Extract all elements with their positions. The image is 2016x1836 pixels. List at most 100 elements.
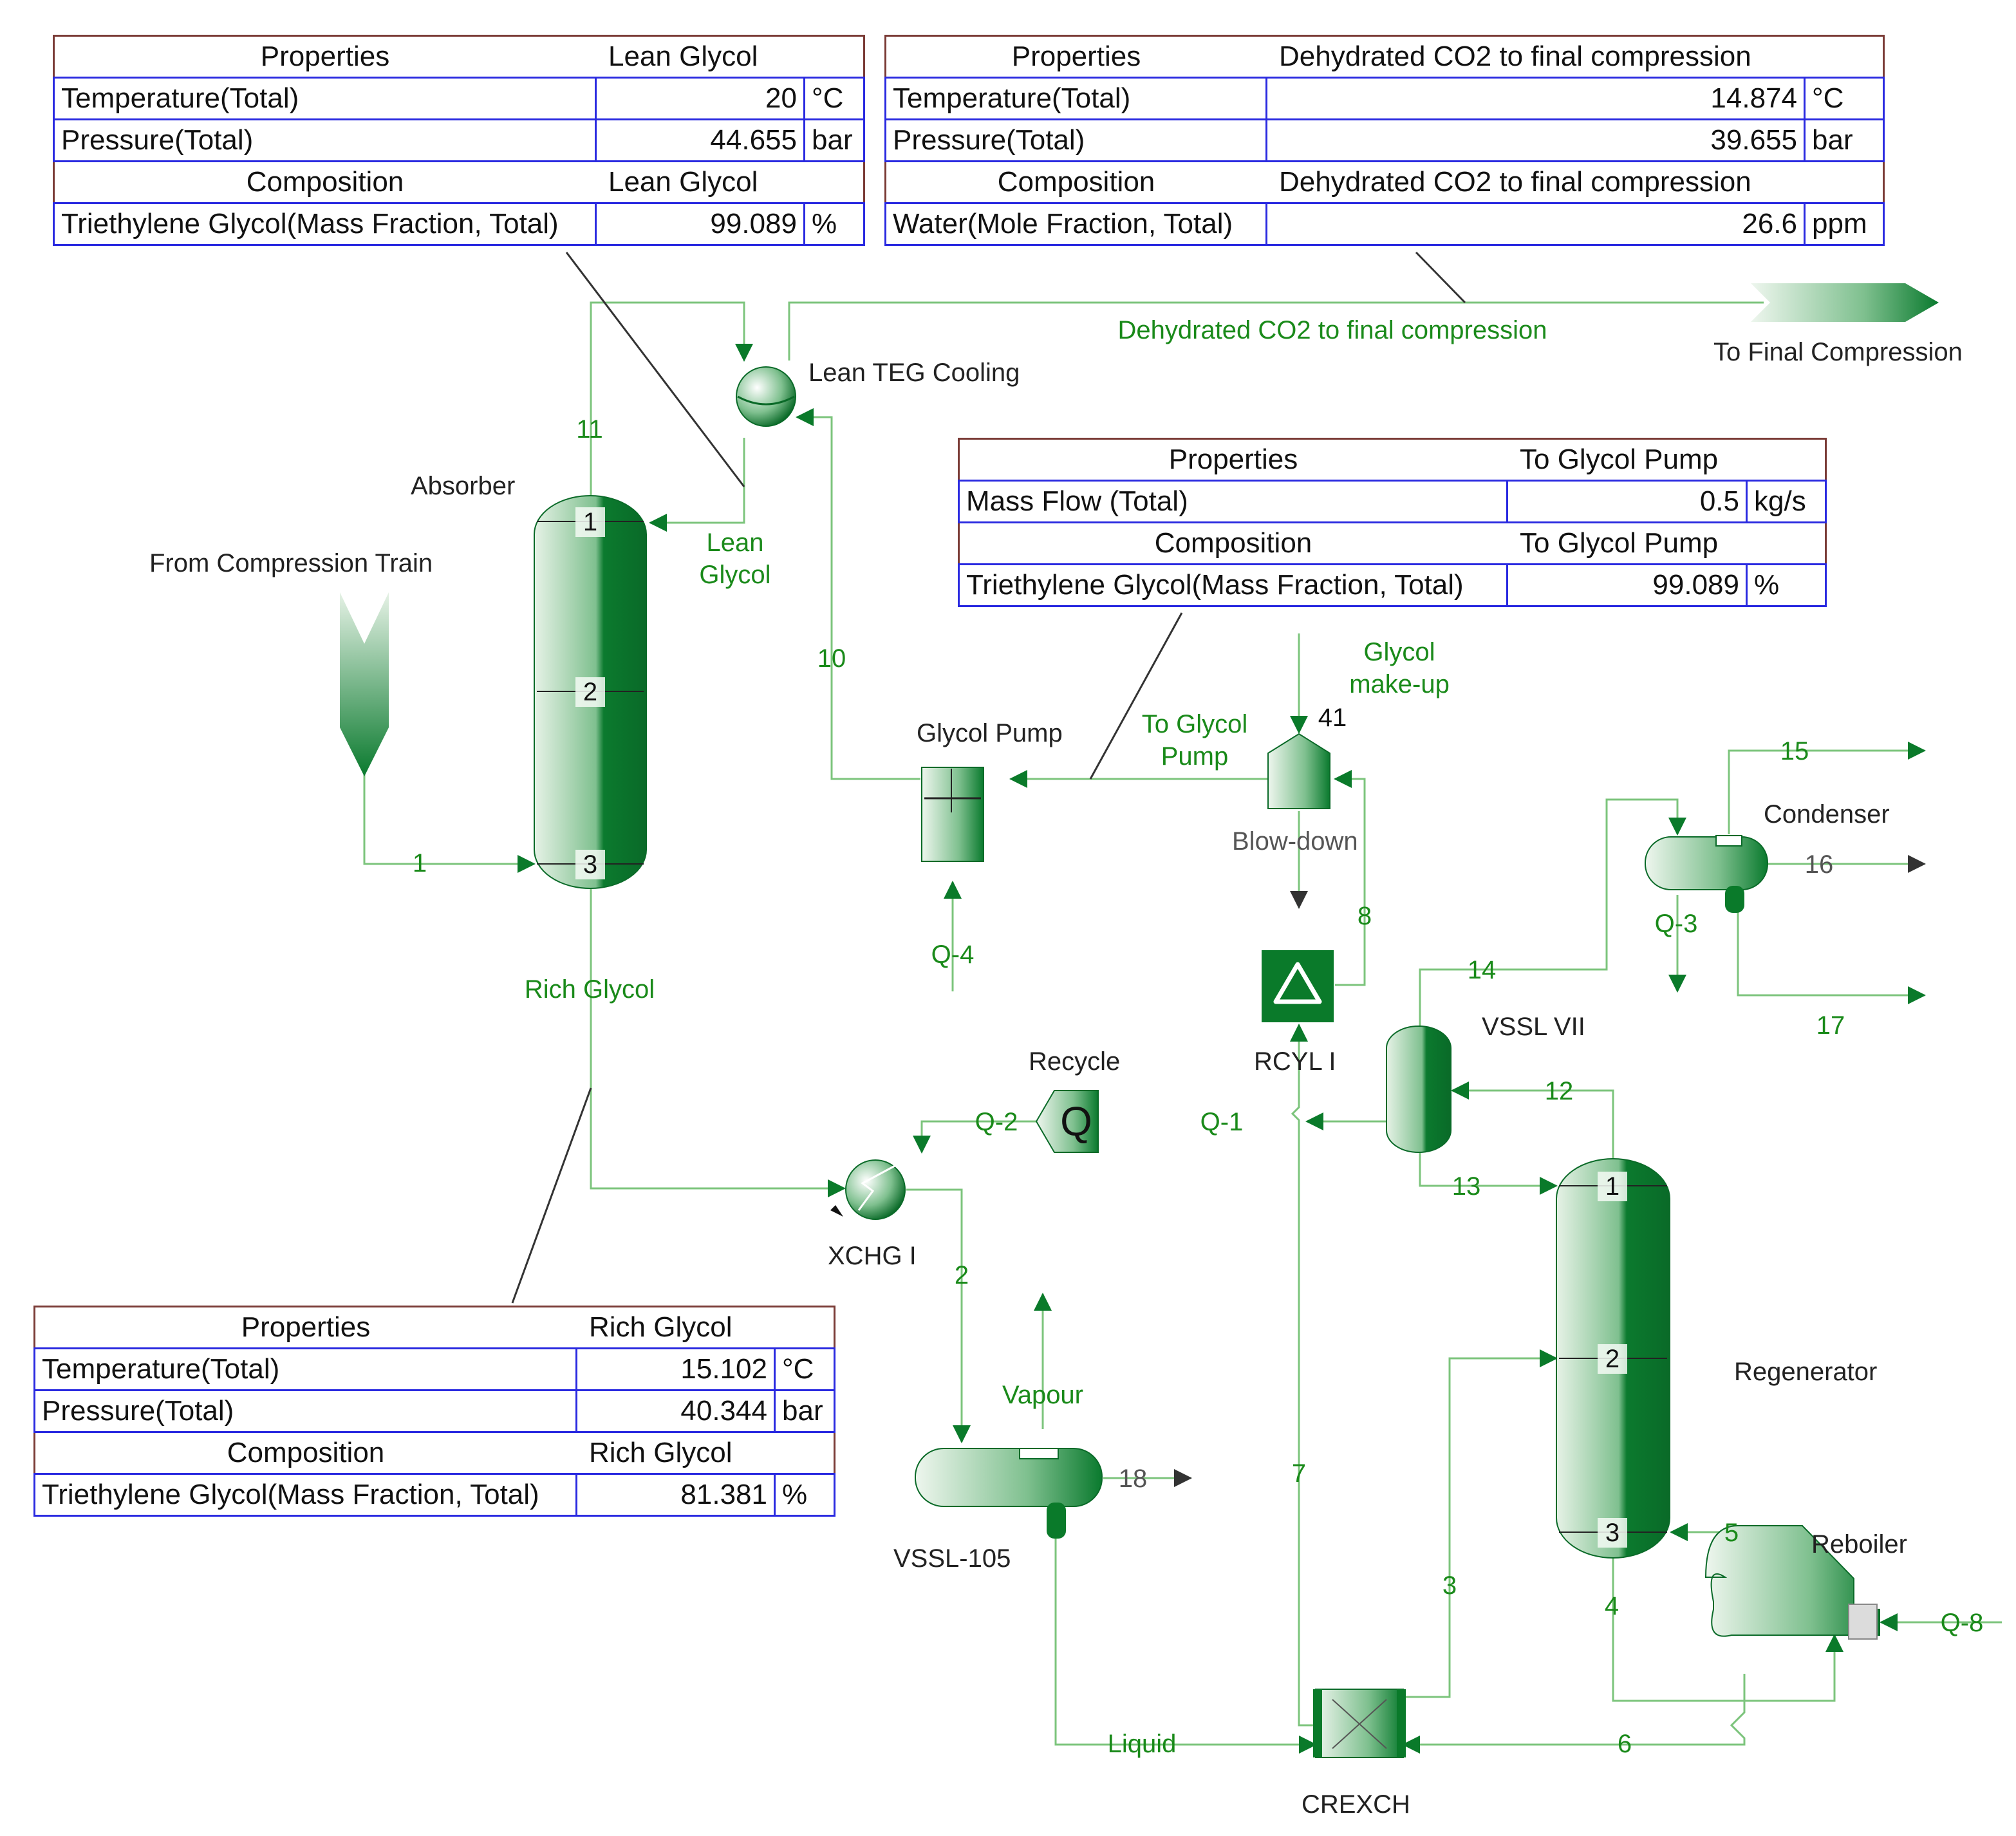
regenerator-tray-2: 2 [1605,1345,1619,1373]
rcyl-recycle-block[interactable] [1262,950,1334,1022]
row-value: 40.344 [575,1389,776,1433]
to-glycol-pump-table: Properties To Glycol Pump Mass Flow (Tot… [958,438,1827,607]
row-value: 99.089 [1506,563,1748,607]
stream-2-line [906,1188,971,1443]
stream-q2-line [913,1120,1036,1154]
condenser[interactable] [1645,835,1768,913]
stream-lines [363,301,2002,1754]
row-value: 81.381 [575,1473,776,1517]
lean-glycol-label-1: Lean [707,529,764,557]
regenerator-tray-1: 1 [1605,1172,1619,1201]
xchg-label: XCHG I [828,1242,917,1270]
makeup-label-2: make-up [1349,670,1450,698]
table-header-composition: Composition [246,166,404,198]
q2-label: Q-2 [975,1108,1018,1136]
table-header-properties: Properties [260,41,390,72]
row-label: Water(Mole Fraction, Total) [884,202,1267,246]
stream-2-label: 2 [955,1261,969,1289]
row-unit: % [774,1473,835,1517]
row-value: 26.6 [1265,202,1806,246]
absorber-column[interactable] [534,495,647,889]
table-header-composition: Composition [1154,527,1312,559]
recycle-q-block[interactable]: Q [1035,1090,1099,1153]
recycle-symbol: Q [1060,1098,1092,1145]
table-header-stream: To Glycol Pump [1520,444,1719,475]
row-value: 15.102 [575,1347,776,1391]
row-value: 44.655 [594,118,805,162]
stream-15-line [1728,742,1926,834]
blow-down-vessel[interactable] [1267,733,1330,809]
lean-teg-cooler[interactable] [736,366,796,427]
absorber-tray-1: 1 [583,508,597,536]
xchg-heat-exchanger[interactable] [830,1159,906,1220]
table-header-stream: Rich Glycol [589,1437,733,1468]
q1-label: Q-1 [1200,1108,1244,1136]
row-label: Pressure(Total) [53,118,597,162]
row-unit: bar [1804,118,1885,162]
glycol-pump[interactable] [921,767,984,862]
regenerator-label: Regenerator [1734,1358,1877,1386]
q3-label: Q-3 [1655,910,1698,938]
to-pump-label-1: To Glycol [1142,710,1248,738]
stream-16-label: 16 [1805,850,1834,879]
row-label: Temperature(Total) [884,77,1267,120]
to-pump-label-2: Pump [1161,742,1229,771]
row-label: Pressure(Total) [33,1389,577,1433]
table-header-stream: Rich Glycol [589,1311,733,1343]
stream-7-line [1290,1024,1317,1727]
lean-teg-cooling-label: Lean TEG Cooling [808,359,1020,387]
table-header-composition: Composition [227,1437,385,1468]
row-label: Pressure(Total) [884,118,1267,162]
lean-glycol-label-2: Glycol [699,561,770,589]
row-unit: kg/s [1746,480,1827,523]
product-outlet-icon [1751,283,1939,322]
stream-13-label: 13 [1452,1172,1481,1201]
stream-11-label: 11 [576,415,603,444]
stream-4-label: 4 [1605,1592,1619,1620]
stream-4-line [1612,1558,1843,1702]
feed-inlet-icon [340,592,389,776]
vssl-105-label: VSSL-105 [893,1544,1011,1573]
stream-12-line [1451,1082,1614,1159]
regenerator-column[interactable] [1556,1158,1670,1559]
stream-14-line [1419,798,1686,1026]
vssl-105-separator[interactable] [915,1448,1103,1539]
reboiler[interactable] [1704,1525,1880,1640]
vssl-vii-separator[interactable] [1386,1026,1451,1153]
row-unit: % [1746,563,1827,607]
row-unit: °C [1804,77,1885,120]
rcyl-label: RCYL I [1254,1047,1336,1076]
regenerator-tray-3: 3 [1605,1519,1619,1547]
crexch-label: CREXCH [1302,1790,1410,1819]
stream-12-label: 12 [1545,1077,1574,1105]
rich-glycol-label: Rich Glycol [525,975,655,1004]
table-header-composition: Composition [997,166,1155,198]
stream-3-label: 3 [1442,1571,1457,1600]
stream-rich-glycol-line [590,888,846,1197]
row-unit: bar [803,118,865,162]
row-value: 20 [594,77,805,120]
row-label: Triethylene Glycol(Mass Fraction, Total) [958,563,1508,607]
stream-dehydrated-line [788,301,1764,361]
stream-1-label: 1 [413,849,427,877]
stream-18-label: 18 [1119,1465,1148,1493]
row-unit: °C [774,1347,835,1391]
crexch-heat-exchanger[interactable] [1313,1689,1406,1758]
row-label: Mass Flow (Total) [958,480,1508,523]
row-value: 99.089 [594,202,805,246]
table-header-properties: Properties [1168,444,1298,475]
row-unit: % [803,202,865,246]
absorber-tray-2: 2 [583,678,597,706]
stream-7-label: 7 [1292,1459,1306,1488]
stream-1-line [363,773,536,873]
stream-6-line [1402,1674,1746,1754]
row-value: 14.874 [1265,77,1806,120]
blow-down-label: Blow-down [1232,827,1358,856]
vssl-vii-label: VSSL VII [1482,1013,1585,1041]
row-unit: bar [774,1389,835,1433]
table-header-properties: Properties [1011,41,1141,72]
condenser-label: Condenser [1764,800,1890,829]
stream-15-label: 15 [1780,737,1809,765]
stream-8-label: 8 [1358,902,1372,930]
rich-glycol-table: Properties Rich Glycol Temperature(Total… [33,1306,835,1517]
